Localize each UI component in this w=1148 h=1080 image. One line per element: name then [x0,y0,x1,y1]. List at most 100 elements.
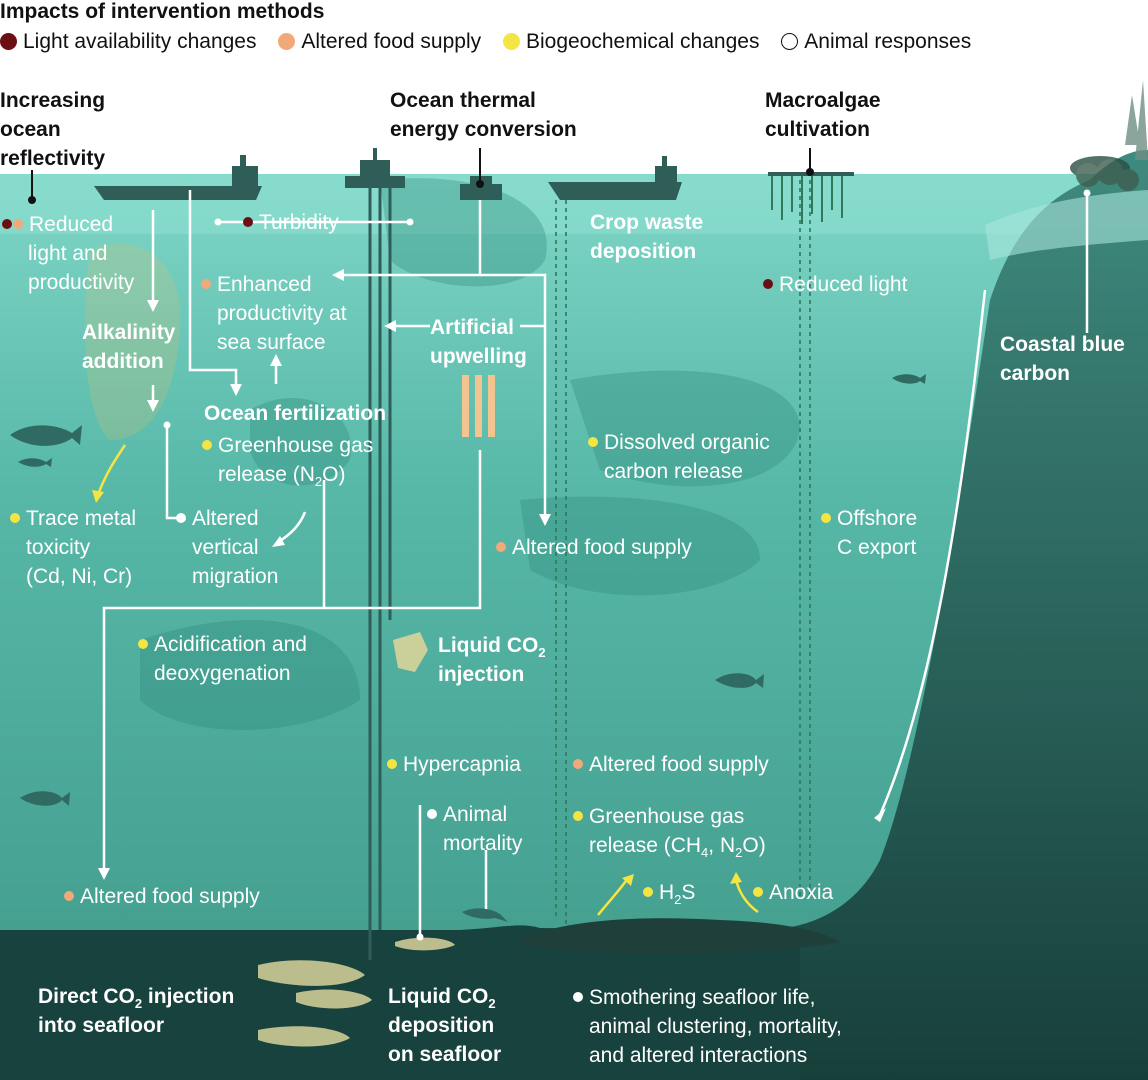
macroalgae-strands [771,176,843,224]
impact-dot-biogeo [588,437,598,447]
impact-line3: sea surface [217,331,326,354]
impact-doc-release: Dissolved organic carbon release [588,428,770,486]
legend-item-light: Light availability changes [0,30,256,54]
impact-line2: toxicity [26,536,91,559]
impact-line3: and altered interactions [589,1044,808,1067]
impact-line1: Trace metal [26,507,137,530]
water-patches [85,178,800,730]
impact-line3: productivity [28,271,135,294]
impact-hypercapnia: Hypercapnia [387,750,521,779]
ghg-text: release (N [218,463,315,486]
impact-dot-biogeo [138,639,148,649]
upwelling-pipes [462,375,495,437]
method-otec: Ocean thermal energy conversion [390,86,577,144]
legend-item-biogeo: Biogeochemical changes [502,30,759,54]
impact-text: Hypercapnia [403,753,521,776]
impact-line3: migration [192,565,279,588]
impact-text: Turbidity [259,211,339,234]
method-upwelling-line1: Artificial [430,316,515,339]
impact-vertical-migration: Altered vertical migration [176,504,278,591]
impact-ghg-ch4: Greenhouse gas release (CH4, N2O) [573,802,766,860]
legend-label-light: Light availability changes [23,30,257,53]
legend-swatch-food [278,33,296,50]
h2-subscript: 2 [674,892,682,908]
co2-text: Liquid CO [438,634,539,657]
impact-dot-biogeo [753,887,763,897]
method-upwelling-line2: upwelling [430,345,527,368]
method-liquid-injection: Liquid CO2 injection [438,631,546,689]
o-text: O) [322,463,346,486]
fish [10,374,926,922]
co2-subscript: 2 [488,996,496,1012]
impact-dot-biogeo [821,513,831,523]
impact-line1: Acidification and [154,633,307,656]
method-liquid-injection-line1: Liquid CO2 [438,631,546,660]
legend-title: Impacts of intervention methods [0,0,325,23]
impact-dot-animal [573,992,583,1002]
impact-line2: animal clustering, mortality, [589,1015,842,1038]
impact-line2: productivity at [217,302,347,325]
impact-text: Anoxia [769,881,834,904]
n2-subscript: 2 [314,474,323,490]
crop-waste-pile [520,918,840,954]
impact-line2: carbon release [604,460,743,483]
impact-dot-biogeo [643,887,653,897]
method-otec-line1: Ocean thermal [390,89,536,112]
impact-line1: Greenhouse gas [218,434,374,457]
impact-line1: Altered [192,507,259,530]
impact-dot-light [2,219,12,229]
impact-food-supply-mid: Altered food supply [496,533,692,562]
impact-anoxia: Anoxia [753,878,833,907]
impact-acidification: Acidification and deoxygenation [138,630,307,688]
shelf-shallows [985,190,1148,260]
method-coastal-line1: Coastal blue [1000,333,1125,356]
co2-text: Liquid CO [388,985,489,1008]
method-liquid-deposition: Liquid CO2 deposition on seafloor [388,982,501,1069]
impact-line2: deoxygenation [154,662,291,685]
method-coastal-line2: carbon [1000,362,1071,385]
impact-food-supply-floor: Altered food supply [64,882,260,911]
impact-line2: release (CH4, N2O) [573,831,766,860]
impact-line1: Animal [443,803,508,826]
method-reflectivity-line1: Increasing [0,89,106,112]
impact-line2: C export [837,536,917,559]
impact-line1: Smothering seafloor life, [589,986,816,1009]
method-direct-injection-line1: Direct CO2 injection [38,982,234,1011]
method-reflectivity-line3: reflectivity [0,147,106,170]
method-direct-injection-line2: into seafloor [38,1014,165,1037]
co2-subscript: 2 [538,645,546,661]
flow-arrows [102,190,1089,935]
method-direct-injection: Direct CO2 injection into seafloor [38,982,234,1040]
method-liquid-deposition-line2: deposition [388,1014,495,1037]
n-text: , N [708,834,736,857]
method-alkalinity: Alkalinity addition [82,318,175,376]
method-coastal: Coastal blue carbon [1000,330,1125,388]
impact-text: Altered food supply [589,753,769,776]
method-macroalgae-line1: Macroalgae [765,89,881,112]
impact-dot-food [573,759,583,769]
impact-reduced-light: Reduced light [763,270,907,299]
impact-dot-animal [427,809,437,819]
platform-pipes [368,188,392,960]
h-text: H [659,881,675,904]
legend-item-animal: Animal responses [781,30,971,54]
method-crop-waste-line1: Crop waste [590,211,704,234]
impact-line2: vertical [192,536,259,559]
impact-line1: Dissolved organic [604,431,770,454]
impact-dot-light [243,217,253,227]
co2-seafloor-pools [258,937,455,1047]
yellow-arrow-heads [92,490,742,886]
leader-points [163,189,1091,941]
method-macroalgae-line2: cultivation [765,118,871,141]
arrow-heads [98,269,886,880]
impact-food-supply-deep: Altered food supply [573,750,769,779]
impact-h2s: H2S [643,878,695,907]
method-macroalgae: Macroalgae cultivation [765,86,881,144]
liquid-co2-plume [393,632,428,672]
impact-line2: release (N2O) [202,460,373,489]
impact-dot-food [201,279,211,289]
impact-line1: Enhanced [217,273,312,296]
impact-line2: light and [28,242,108,265]
impact-dot-biogeo [10,513,20,523]
seafloor [0,925,800,1080]
